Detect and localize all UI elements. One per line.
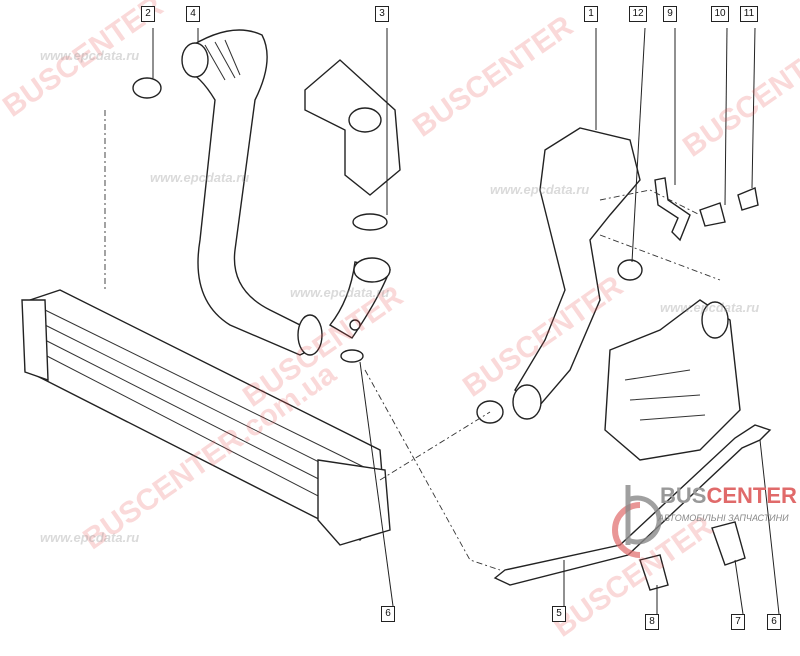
callout-2[interactable]: 2 bbox=[141, 6, 155, 22]
callout-3[interactable]: 3 bbox=[375, 6, 389, 22]
buscenter-logo: BUSCENTER АВТОМОБІЛЬНІ ЗАПЧАСТИНИ bbox=[600, 480, 800, 550]
hose-4 bbox=[181, 29, 323, 356]
callout-1[interactable]: 1 bbox=[584, 6, 598, 22]
leader-lines bbox=[152, 27, 780, 615]
logo-name-center: CENTER bbox=[706, 483, 797, 508]
callout-10[interactable]: 10 bbox=[711, 6, 729, 22]
clamp-8 bbox=[639, 554, 669, 591]
intercooler bbox=[21, 289, 391, 546]
logo-subtitle: АВТОМОБІЛЬНІ ЗАПЧАСТИНИ bbox=[658, 513, 789, 523]
turbocharger bbox=[604, 299, 741, 461]
assembly-lines bbox=[104, 110, 721, 571]
clamp-7 bbox=[711, 521, 746, 566]
logo-emblem bbox=[612, 485, 662, 558]
logo-name-bus: BUS bbox=[660, 483, 707, 508]
callout-6-b[interactable]: 6 bbox=[767, 614, 781, 630]
callout-11[interactable]: 11 bbox=[740, 6, 758, 22]
callout-8[interactable]: 8 bbox=[645, 614, 659, 630]
clamp-2 bbox=[132, 77, 162, 99]
callout-12[interactable]: 12 bbox=[629, 6, 647, 22]
callout-7[interactable]: 7 bbox=[731, 614, 745, 630]
callout-6[interactable]: 6 bbox=[381, 606, 395, 622]
pipe-5 bbox=[493, 424, 772, 586]
callout-4[interactable]: 4 bbox=[186, 6, 200, 22]
callout-9[interactable]: 9 bbox=[663, 6, 677, 22]
logo-name: BUSCENTER bbox=[660, 483, 797, 509]
callout-5[interactable]: 5 bbox=[552, 606, 566, 622]
pipe-3 bbox=[304, 59, 401, 363]
